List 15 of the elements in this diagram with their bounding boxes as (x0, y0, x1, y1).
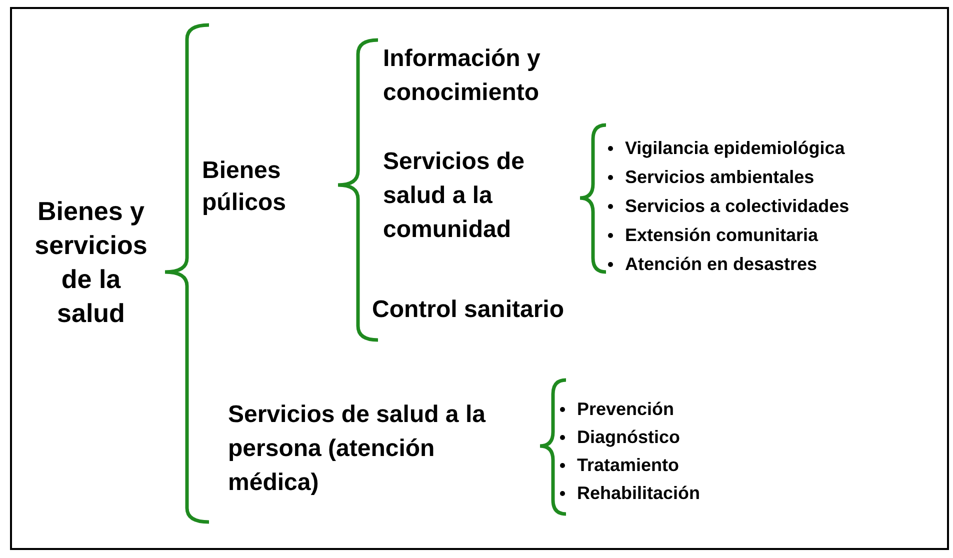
category-label: Servicios de salud a la persona (atención médica) (228, 400, 487, 498)
list-item: Vigilancia epidemiológica (625, 137, 845, 160)
category-label: Control sanitario (372, 295, 566, 325)
list-item: Servicios a colectividades (625, 195, 850, 218)
category-label: Servicios de salud a la comunidad (383, 147, 526, 245)
list-item: Tratamiento (577, 454, 680, 477)
list-item: Rehabilitación (577, 482, 700, 505)
list-item: Extensión comunitaria (625, 224, 818, 247)
list-item: Prevención (577, 398, 674, 421)
list-item: Atención en desastres (625, 253, 818, 276)
list-item: Servicios ambientales (625, 166, 814, 189)
category-label: Bienes púlicos (202, 156, 288, 218)
category-label: Información y conocimiento (383, 44, 542, 108)
category-label: Bienes y servicios de la salud (34, 195, 148, 330)
list-item: Diagnóstico (577, 426, 680, 449)
